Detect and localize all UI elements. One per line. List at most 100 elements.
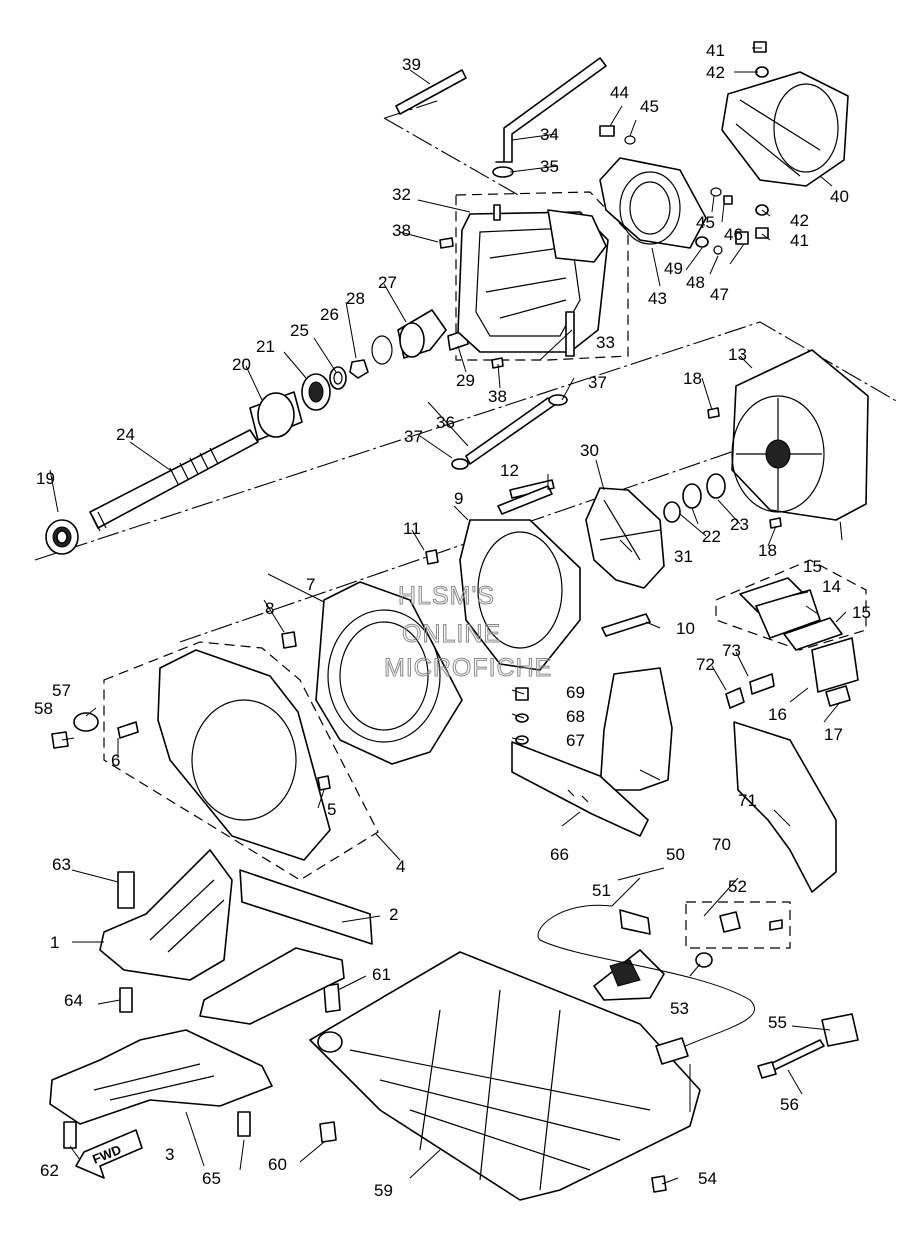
callout-35: 35	[540, 157, 559, 176]
nozzle-group	[599, 41, 849, 255]
callout-71: 71	[738, 791, 757, 810]
watermark-line-2: ONLINE	[402, 620, 501, 648]
callout-61: 61	[372, 965, 391, 984]
callout-29: 29	[456, 371, 475, 390]
watermark-line-3: MICROFICHE	[384, 654, 552, 682]
callout-15a: 15	[803, 557, 822, 576]
mount-brackets	[49, 849, 373, 1179]
callout-44: 44	[610, 83, 629, 102]
callout-42a: 42	[706, 63, 725, 82]
callout-12: 12	[500, 461, 519, 480]
callout-49: 49	[664, 259, 683, 278]
callout-66: 66	[550, 845, 569, 864]
impeller	[585, 487, 665, 589]
callout-43: 43	[648, 289, 667, 308]
long-bolt-12	[497, 485, 553, 515]
callout-73: 73	[722, 641, 741, 660]
callout-4: 4	[396, 857, 405, 876]
callout-41a: 41	[706, 41, 725, 60]
callout-72: 72	[696, 655, 715, 674]
callout-31: 31	[674, 547, 693, 566]
callout-40: 40	[830, 187, 849, 206]
intermediate-ring	[281, 581, 463, 765]
callout-1: 1	[50, 933, 59, 952]
callout-38a: 38	[392, 221, 411, 240]
pump-housing	[663, 349, 869, 529]
callout-62: 62	[40, 1161, 59, 1180]
callout-10: 10	[676, 619, 695, 638]
rear-brackets	[511, 667, 837, 893]
callout-2: 2	[389, 905, 398, 924]
callout-17: 17	[824, 725, 843, 744]
callout-9: 9	[454, 489, 463, 508]
exploded-view-drawings	[34, 41, 899, 1201]
callout-51: 51	[592, 881, 611, 900]
group-box-gaskets	[715, 559, 867, 651]
assembly-boundary-upper	[34, 321, 899, 561]
callout-28: 28	[346, 289, 365, 308]
callout-20: 20	[232, 355, 251, 374]
drive-shaft-group	[45, 309, 469, 555]
callout-14: 14	[822, 577, 841, 596]
callout-13: 13	[728, 345, 747, 364]
intake-grate	[309, 951, 701, 1201]
callout-33: 33	[596, 333, 615, 352]
cover-assembly	[739, 577, 859, 707]
callout-59: 59	[374, 1181, 393, 1200]
callout-54: 54	[698, 1169, 717, 1188]
callout-11: 11	[403, 519, 421, 538]
callout-68: 68	[566, 707, 585, 726]
callout-3: 3	[165, 1145, 174, 1164]
callout-36: 36	[436, 413, 455, 432]
speed-sensor-group	[537, 904, 783, 1065]
callout-41b: 41	[790, 231, 809, 250]
group-box-duct-plate	[103, 641, 379, 881]
watermark-line-1: HLSM'S	[398, 582, 495, 610]
callout-37b: 37	[588, 373, 607, 392]
callout-39: 39	[402, 55, 421, 74]
callout-50: 50	[666, 845, 685, 864]
callout-48: 48	[686, 273, 705, 292]
callout-56: 56	[780, 1095, 799, 1114]
callout-24: 24	[116, 425, 135, 444]
callout-57: 57	[52, 681, 71, 700]
long-bolt-39	[395, 69, 467, 115]
callout-18a: 18	[683, 369, 702, 388]
callout-18b: 18	[758, 541, 777, 560]
duct-housing	[425, 479, 651, 671]
callout-58: 58	[34, 699, 53, 718]
group-box-sensor-kit	[685, 901, 791, 949]
callout-64: 64	[64, 991, 83, 1010]
callout-5: 5	[327, 800, 336, 819]
callout-26: 26	[320, 305, 339, 324]
callout-23: 23	[730, 515, 749, 534]
callout-45b: 45	[696, 213, 715, 232]
callout-52: 52	[728, 877, 747, 896]
callout-60: 60	[268, 1155, 287, 1174]
callout-30: 30	[580, 441, 599, 460]
callout-8: 8	[265, 599, 274, 618]
callout-46: 46	[724, 225, 743, 244]
callout-37a: 37	[404, 427, 423, 446]
watermark: HLSM'S ONLINE MICROFICHE	[384, 582, 552, 683]
callout-32: 32	[392, 185, 411, 204]
callout-6: 6	[111, 751, 120, 770]
callout-47: 47	[710, 285, 729, 304]
callout-38b: 38	[488, 387, 507, 406]
hose-assembly	[451, 57, 607, 470]
leader-lines	[49, 47, 847, 1185]
callout-15b: 15	[852, 603, 871, 622]
callout-7: 7	[306, 575, 315, 594]
callout-65: 65	[202, 1169, 221, 1188]
intake-housing	[439, 204, 609, 369]
callout-25: 25	[290, 321, 309, 340]
callout-53: 53	[670, 999, 689, 1018]
cable-tie-group	[757, 1013, 859, 1079]
callout-63: 63	[52, 855, 71, 874]
callout-numbers: 1 2 3 4 5 6 7 8 9 10 11 12 13 14 15 15 1…	[34, 41, 871, 1200]
callout-19: 19	[36, 469, 55, 488]
fwd-arrow-icon	[75, 1129, 143, 1179]
callout-21: 21	[256, 337, 275, 356]
callout-27: 27	[378, 273, 397, 292]
